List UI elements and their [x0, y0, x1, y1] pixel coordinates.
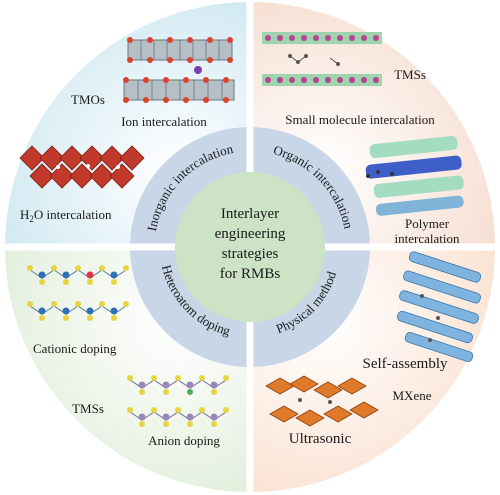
label-small-molecule-intercalation: Small molecule intercalation [285, 112, 435, 127]
polymer-intercalation-structure [365, 135, 464, 216]
label-polymer-line1: Polymer [405, 216, 450, 231]
label-tmos: TMOs [71, 92, 105, 107]
label-self-assembly: Self-assembly [363, 356, 448, 372]
anion-doping-structure [127, 375, 229, 427]
tmo-ion-structure [123, 37, 235, 103]
self-assembly-structure [397, 251, 482, 362]
label-tmss-bottom: TMSs [72, 401, 104, 416]
ultrasonic-mxene-structure [265, 375, 379, 427]
label-tmss-top: TMSs [394, 67, 426, 82]
label-cationic-doping: Cationic doping [33, 341, 117, 356]
tmo-h2o-structure [19, 145, 145, 189]
center-line-1: Interlayer [221, 206, 279, 222]
label-ion-intercalation: Ion intercalation [121, 114, 207, 129]
label-mxene: MXene [393, 388, 432, 403]
cationic-doping-structure [27, 265, 129, 321]
center-title: Interlayer engineering strategies for RM… [215, 206, 286, 282]
label-polymer-line2: intercalation [395, 231, 460, 246]
tms-small-molecule-structure [262, 32, 382, 86]
intercalated-ion [194, 66, 202, 74]
center-line-4: for RMBs [220, 266, 281, 282]
center-line-3: strategies [222, 246, 279, 262]
center-circle [175, 172, 325, 322]
center-line-2: engineering [215, 226, 286, 242]
label-ultrasonic: Ultrasonic [289, 431, 352, 447]
label-h2o-intercalation: H2O intercalation [20, 207, 112, 224]
label-anion-doping: Anion doping [148, 433, 220, 448]
